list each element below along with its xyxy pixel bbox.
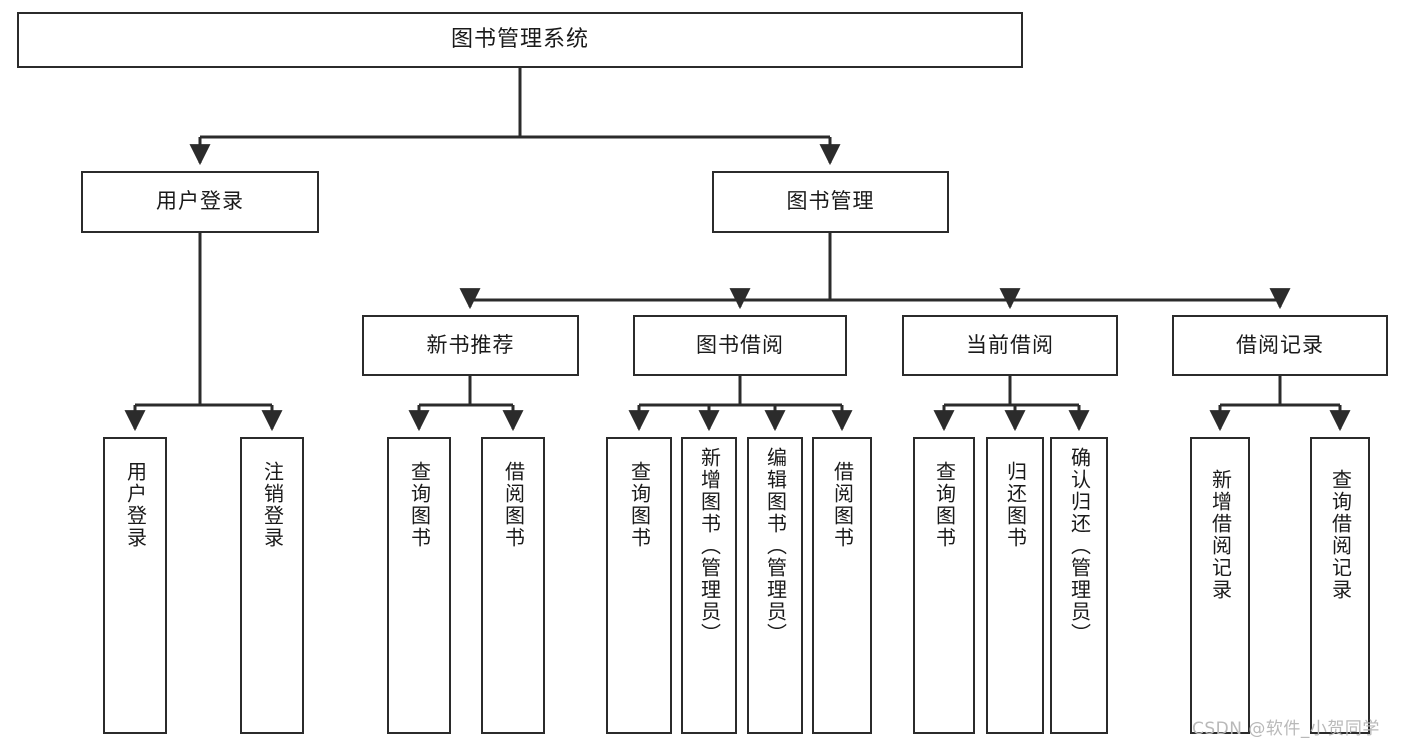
node-label: 编辑图书（管理员） — [763, 447, 788, 645]
node-new-book-recommend[interactable]: 新书推荐 — [362, 315, 579, 376]
csdn-watermark: CSDN @软件_小贺同学 — [1192, 719, 1380, 739]
node-label: 图书借阅 — [696, 332, 784, 357]
leaf-borrow-book-1[interactable]: 借阅图书 — [481, 437, 545, 734]
node-label: 用户登录 — [123, 461, 148, 549]
leaf-query-borrow-record[interactable]: 查询借阅记录 — [1310, 437, 1370, 734]
leaf-return-book[interactable]: 归还图书 — [986, 437, 1044, 734]
leaf-edit-book-admin[interactable]: 编辑图书（管理员） — [747, 437, 803, 734]
leaf-add-borrow-record[interactable]: 新增借阅记录 — [1190, 437, 1250, 734]
node-label: 新增图书（管理员） — [697, 447, 722, 645]
node-label: 查询图书 — [932, 461, 957, 549]
node-label: 确认归还（管理员） — [1067, 447, 1092, 645]
leaf-user-login[interactable]: 用户登录 — [103, 437, 167, 734]
node-label: 注销登录 — [260, 461, 285, 549]
node-user-login[interactable]: 用户登录 — [81, 171, 319, 233]
node-borrow-record[interactable]: 借阅记录 — [1172, 315, 1388, 376]
node-label: 当前借阅 — [966, 332, 1054, 357]
node-label: 新增借阅记录 — [1208, 469, 1233, 601]
node-label: 查询借阅记录 — [1328, 469, 1353, 601]
leaf-borrow-book-2[interactable]: 借阅图书 — [812, 437, 872, 734]
node-book-manage[interactable]: 图书管理 — [712, 171, 949, 233]
node-root-system[interactable]: 图书管理系统 — [17, 12, 1023, 68]
node-label: 图书管理系统 — [450, 26, 589, 52]
node-label: 图书管理 — [786, 189, 875, 214]
leaf-logout[interactable]: 注销登录 — [240, 437, 304, 734]
node-current-borrow[interactable]: 当前借阅 — [902, 315, 1118, 376]
leaf-add-book-admin[interactable]: 新增图书（管理员） — [681, 437, 737, 734]
node-book-borrow[interactable]: 图书借阅 — [633, 315, 847, 376]
node-label: 归还图书 — [1003, 461, 1028, 549]
node-label: 用户登录 — [156, 189, 244, 214]
leaf-confirm-return-admin[interactable]: 确认归还（管理员） — [1050, 437, 1108, 734]
node-label: 借阅图书 — [830, 461, 855, 549]
node-label: 查询图书 — [627, 461, 652, 549]
leaf-query-book-2[interactable]: 查询图书 — [606, 437, 672, 734]
node-label: 借阅记录 — [1236, 332, 1324, 357]
node-label: 查询图书 — [407, 461, 432, 549]
leaf-query-book-1[interactable]: 查询图书 — [387, 437, 451, 734]
node-label: 新书推荐 — [426, 332, 515, 357]
node-label: 借阅图书 — [501, 461, 526, 549]
leaf-query-book-3[interactable]: 查询图书 — [913, 437, 975, 734]
